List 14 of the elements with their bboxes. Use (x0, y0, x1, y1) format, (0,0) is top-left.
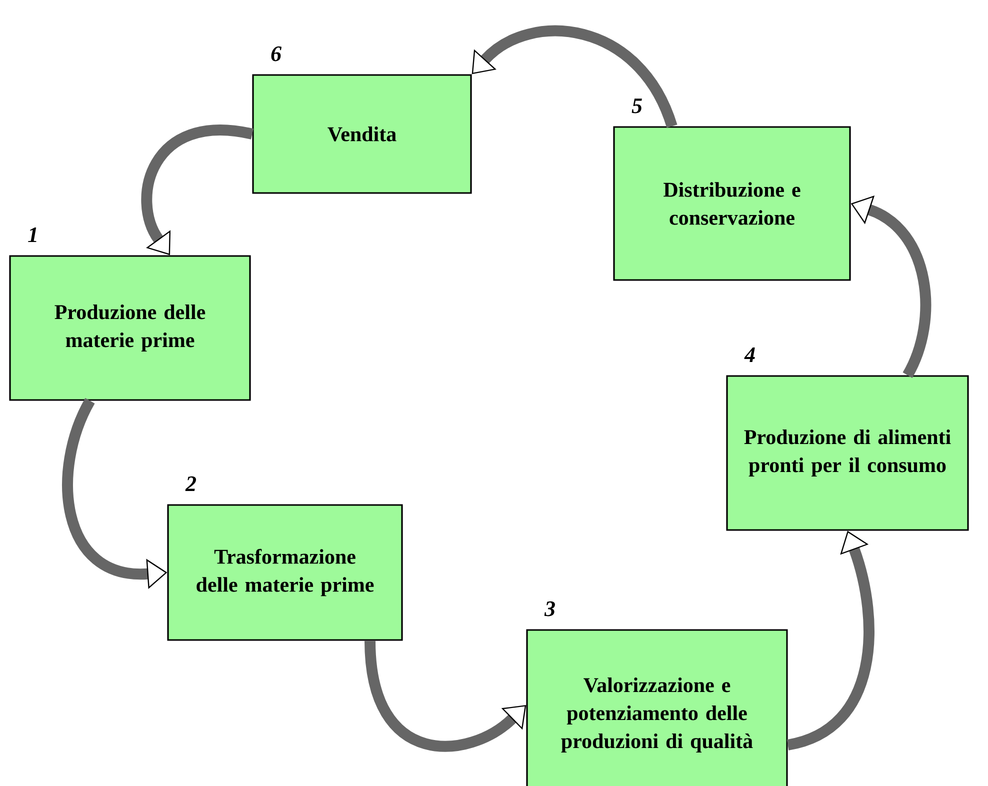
process-box: Produzione delle materie prime (9, 255, 251, 401)
step-number: 3 (544, 601, 555, 616)
process-box: Distribuzione e conservazione (613, 126, 851, 281)
step-number: 2 (185, 476, 196, 491)
process-box: Trasformazione delle materie prime (167, 504, 403, 641)
step-number: 6 (271, 46, 282, 62)
step-number: 5 (632, 98, 642, 114)
curved-arrow (364, 640, 526, 752)
process-box: Vendita (252, 74, 472, 194)
step-number: 1 (28, 227, 36, 242)
process-box: Produzione di alimenti pronti per il consumo (726, 375, 969, 531)
curved-arrow (472, 26, 678, 128)
step-number: 4 (744, 348, 755, 362)
process-box: Valorizzazione e potenziamento delle produzioni di qualità (526, 629, 788, 786)
